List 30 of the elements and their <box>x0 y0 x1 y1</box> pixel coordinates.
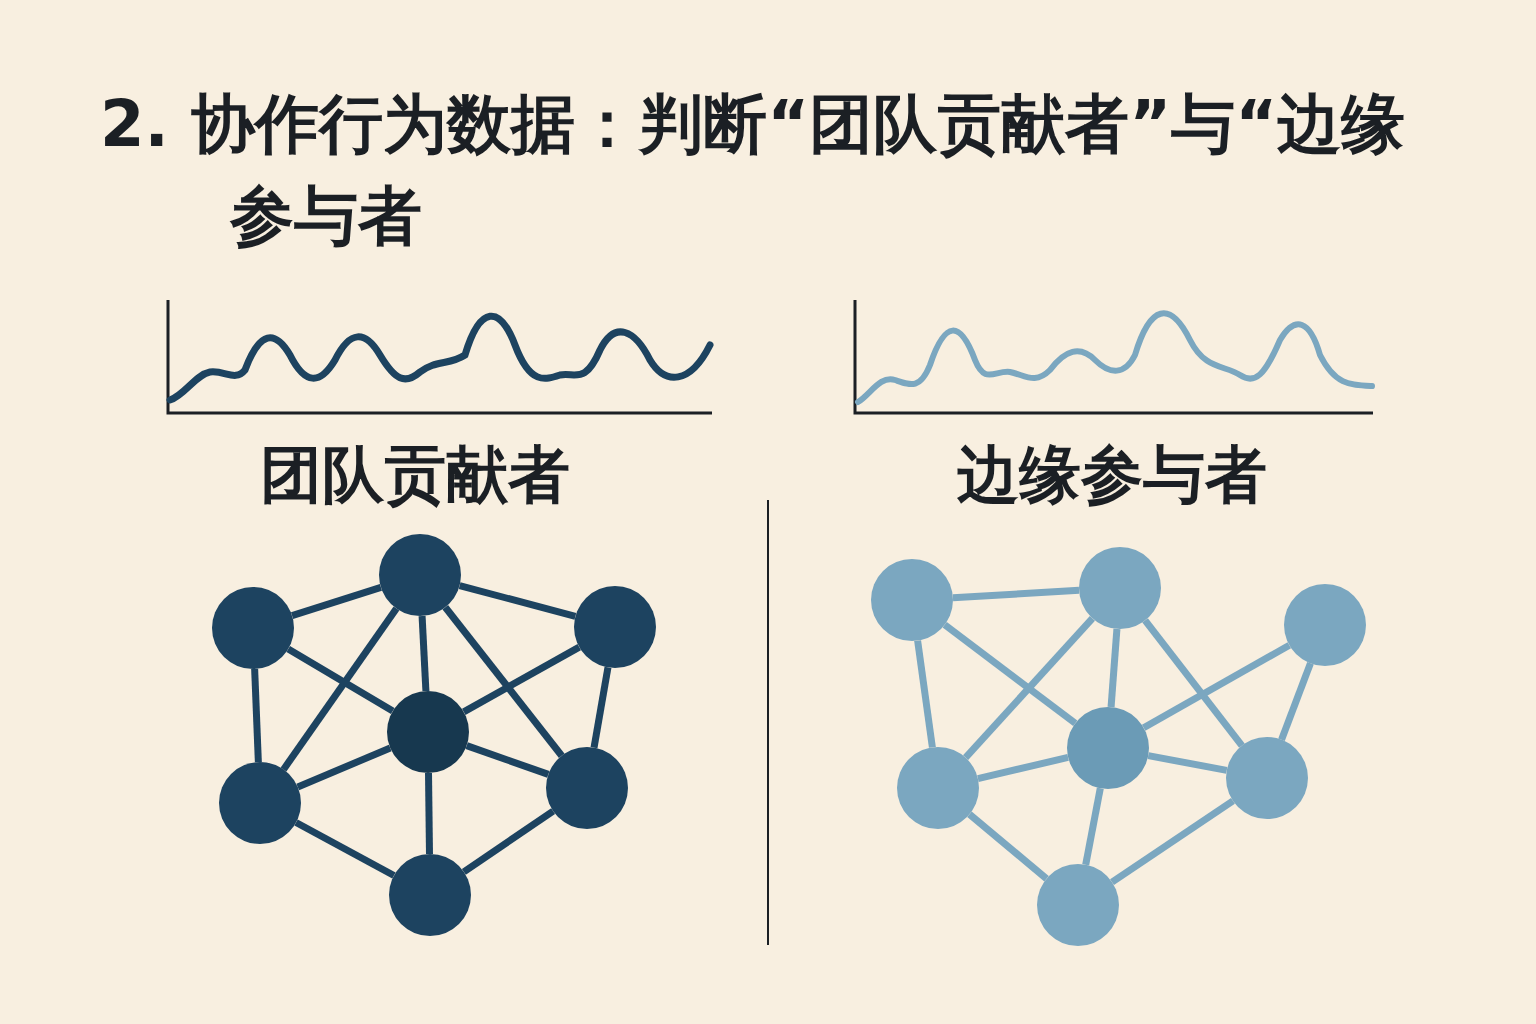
connector-line <box>296 744 392 791</box>
connector-line <box>590 666 612 749</box>
connector-line <box>1082 787 1104 866</box>
connector-line <box>963 615 1095 761</box>
connector-line <box>1141 642 1292 731</box>
title: 2. 协作行为数据：判断“团队贡献者”与“边缘参与者 <box>100 86 1407 255</box>
connector-line <box>251 668 262 763</box>
section-label: 边缘参与者 <box>957 437 1267 513</box>
connector-line <box>425 772 433 855</box>
connector-line <box>458 582 577 620</box>
connector-line <box>418 615 430 692</box>
connector-line <box>286 645 395 715</box>
connector-line <box>291 584 382 619</box>
connector-line <box>952 586 1080 602</box>
connector-line <box>280 606 400 772</box>
connector-line <box>914 640 936 748</box>
connector-line <box>1107 628 1121 708</box>
connector-line <box>1142 618 1245 748</box>
connector-line <box>977 754 1069 782</box>
connector-line <box>461 808 556 875</box>
connector-line <box>462 644 581 715</box>
connector-line <box>1110 797 1235 886</box>
connector-line <box>1147 752 1228 774</box>
connector-line <box>465 742 550 778</box>
connector-line <box>294 819 396 879</box>
connector-line <box>967 811 1049 882</box>
connector-line <box>442 605 565 758</box>
connector-line <box>1278 662 1314 741</box>
section-label: 团队贡献者 <box>260 437 570 513</box>
connector-line <box>942 621 1078 727</box>
